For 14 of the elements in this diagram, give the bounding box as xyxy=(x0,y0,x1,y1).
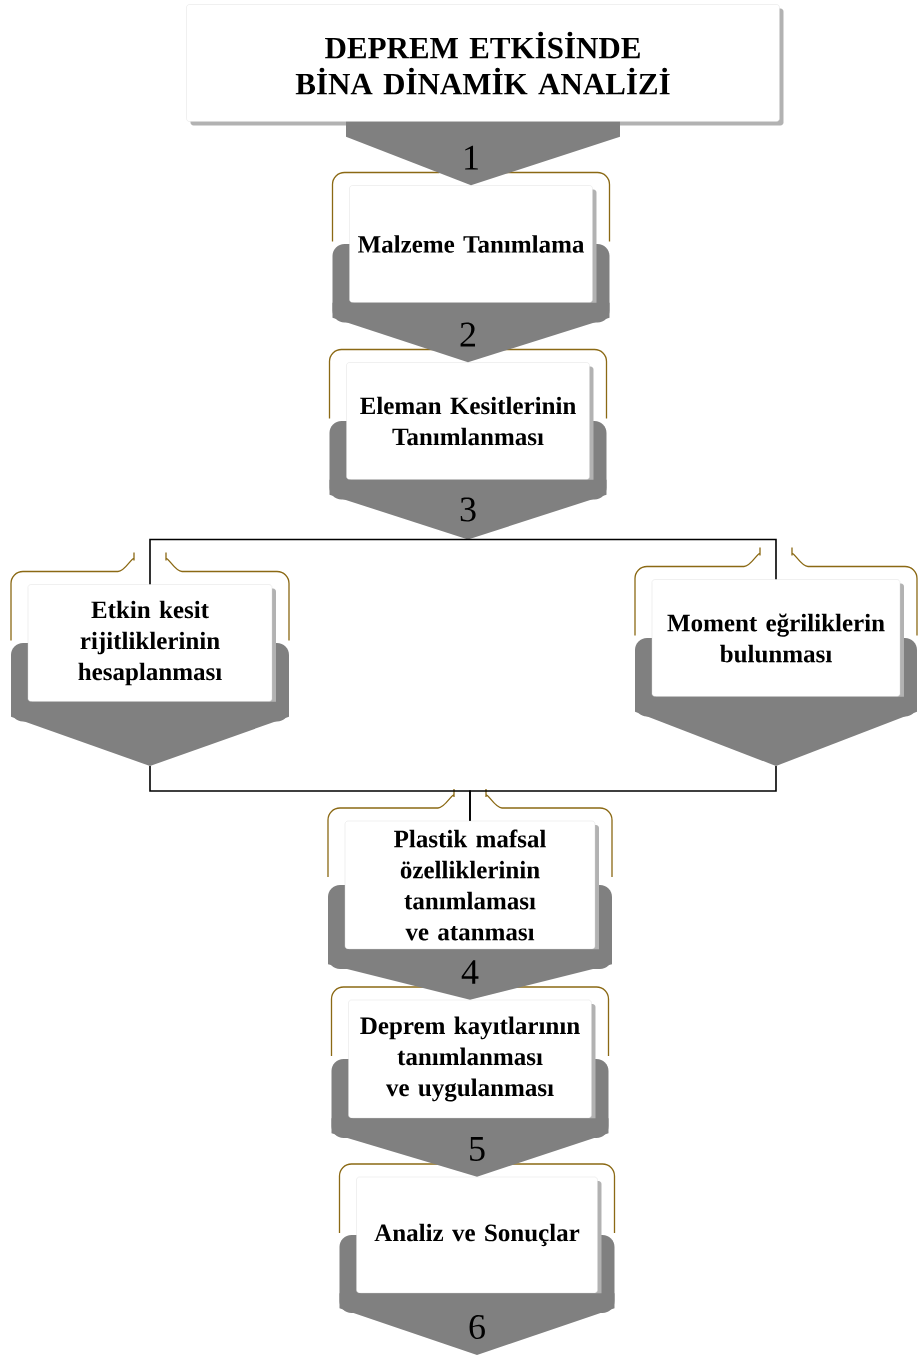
edge-label: 6 xyxy=(467,1313,487,1341)
arrow xyxy=(346,121,620,186)
edge-label: 1 xyxy=(461,144,481,171)
edge-label: 2 xyxy=(458,321,478,348)
arrow xyxy=(332,302,610,363)
arrow xyxy=(329,479,607,540)
arrow xyxy=(469,696,917,822)
arrow xyxy=(328,949,612,1000)
edge-label: 5 xyxy=(467,1136,487,1162)
arrow xyxy=(331,1118,609,1177)
title-box: DEPREM ETKİSİNDE BİNA DİNAMİK ANALİZİ xyxy=(186,4,784,126)
arrow xyxy=(339,1293,615,1355)
connector-line xyxy=(149,538,469,586)
connector-line xyxy=(467,538,777,581)
